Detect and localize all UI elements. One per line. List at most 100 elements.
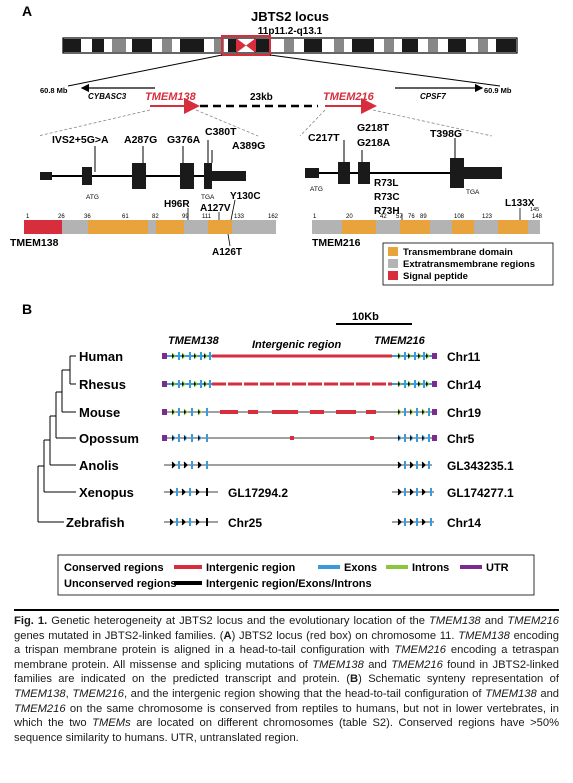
- species-xenopus: Xenopus: [79, 485, 134, 500]
- chr-zebrafish: Chr14: [447, 516, 481, 530]
- t216-pos-148: 148: [532, 214, 543, 220]
- chr-xenopus-mid: GL17294.2: [228, 486, 288, 500]
- t138-pos-133: 133: [234, 214, 245, 220]
- tmem216-protein-bar: [312, 220, 540, 234]
- t138-protein-label: TMEM138: [10, 237, 59, 249]
- legend-transmembrane: Transmembrane domain: [403, 247, 513, 258]
- track-rhesus: [162, 380, 437, 388]
- t216-protein-label: TMEM216: [312, 237, 361, 249]
- t216-mut-g218t: G218T: [357, 122, 390, 134]
- legend-conserved-title: Conserved regions: [64, 562, 164, 574]
- t216-atg: ATG: [310, 186, 323, 193]
- tmem138-gene-model: [40, 140, 246, 189]
- track-xenopus: [164, 488, 434, 496]
- t216-mut-c217t: C217T: [308, 132, 340, 144]
- t216-pos-89: 89: [420, 214, 427, 220]
- legend-introns: Introns: [412, 562, 449, 574]
- legend-utr: UTR: [486, 562, 509, 574]
- species-opossum: Opossum: [79, 431, 139, 446]
- t138-pos-61: 61: [122, 214, 129, 220]
- left-coordinate: 60.8 Mb: [40, 86, 68, 95]
- chr-human: Chr11: [447, 350, 481, 364]
- track-opossum: [162, 434, 437, 442]
- t138-mut-ivs: IVS2+5G>A: [52, 134, 109, 146]
- legend-signal-peptide: Signal peptide: [403, 271, 468, 282]
- chromosome-ideogram: [62, 35, 518, 56]
- track-anolis: [164, 461, 432, 469]
- b-intergenic-label: Intergenic region: [252, 339, 342, 351]
- t138-atg: ATG: [86, 194, 99, 201]
- chr-zebrafish-mid: Chr25: [228, 516, 262, 530]
- legend-intergenic: Intergenic region: [206, 562, 296, 574]
- t138-aa-y130c: Y130C: [230, 191, 261, 202]
- species-mouse: Mouse: [79, 405, 120, 420]
- t138-mut-g376a: G376A: [167, 134, 201, 146]
- gene-cpsf7: CPSF7: [420, 92, 446, 101]
- t138-mut-a389g: A389G: [232, 140, 265, 152]
- t138-pos-1: 1: [26, 214, 30, 220]
- t138-pos-82: 82: [152, 214, 159, 220]
- chr-mouse: Chr19: [447, 406, 481, 420]
- t138-pos-111: 111: [202, 214, 212, 220]
- panel-a-legend: [382, 242, 554, 286]
- t216-aa-r73h: R73H: [374, 206, 400, 217]
- b-tmem138-label: TMEM138: [168, 335, 220, 347]
- panel-a-letter: A: [22, 3, 32, 19]
- panel-b-legend: [57, 554, 535, 596]
- species-rhesus: Rhesus: [79, 377, 126, 392]
- legend-unconserved-title: Unconserved regions: [64, 578, 176, 590]
- t216-pos-108: 108: [454, 214, 465, 220]
- t138-tga: TGA: [201, 194, 215, 201]
- scale-label: 10Kb: [352, 311, 379, 323]
- chr-rhesus: Chr14: [447, 378, 481, 392]
- legend-unconserved: Intergenic region/Exons/Introns: [206, 578, 372, 590]
- species-zebrafish: Zebrafish: [66, 515, 125, 530]
- t138-pos-99: 99: [182, 214, 189, 220]
- t216-mut-t398g: T398G: [430, 128, 462, 140]
- tmem216-gene-model: [305, 138, 502, 188]
- t138-aa-h96r: H96R: [164, 199, 190, 210]
- t138-pos-36: 36: [84, 214, 91, 220]
- t216-pos-20: 20: [346, 214, 353, 220]
- t138-aa-a126t: A126T: [212, 247, 242, 258]
- species-human: Human: [79, 349, 123, 364]
- t216-pos-145: 145: [530, 207, 539, 213]
- locus-title: JBTS2 locus: [251, 9, 329, 24]
- right-coordinate: 60.9 Mb: [484, 86, 512, 95]
- t216-tga: TGA: [466, 189, 480, 196]
- t216-aa-r73l: R73L: [374, 178, 398, 189]
- t216-aa-r73c: R73C: [374, 192, 400, 203]
- t216-pos-57: 57: [396, 214, 403, 220]
- t138-pos-26: 26: [58, 214, 65, 220]
- legend-extratransmembrane: Extratransmembrane regions: [403, 259, 535, 270]
- t216-pos-1: 1: [313, 214, 317, 220]
- caption-fig-label: Fig. 1.: [14, 615, 48, 627]
- figure-caption: Fig. 1. Genetic heterogeneity at JBTS2 l…: [14, 609, 559, 745]
- tmem138-protein-bar: [24, 220, 276, 234]
- track-human: [162, 352, 437, 360]
- t216-pos-42: 42: [380, 214, 387, 220]
- chr-anolis: GL343235.1: [447, 459, 514, 473]
- gene-cybasc3: CYBASC3: [88, 92, 127, 101]
- track-zebrafish: [164, 518, 434, 526]
- panel-b-letter: B: [22, 301, 32, 317]
- tmem216-gene-label: TMEM216: [323, 91, 375, 103]
- synteny-tracks: [162, 352, 437, 526]
- locus-band: 11p11.2-q13.1: [258, 26, 323, 37]
- species-anolis: Anolis: [79, 458, 119, 473]
- track-mouse: [162, 408, 437, 416]
- phylogenetic-tree: [37, 355, 76, 523]
- tmem138-gene-label: TMEM138: [145, 91, 197, 103]
- intergenic-gap-label: 23kb: [250, 92, 273, 103]
- t216-aa-l133x: L133X: [505, 198, 535, 209]
- chr-opossum: Chr5: [447, 432, 475, 446]
- t138-pos-162: 162: [268, 214, 279, 220]
- t216-pos-76: 76: [408, 214, 415, 220]
- t216-mut-g218a: G218A: [357, 137, 391, 149]
- t138-mut-c380t: C380T: [205, 126, 237, 138]
- t138-mut-a287g: A287G: [124, 134, 157, 146]
- figure-canvas: A JBTS2 locus 11p11.2-q13.1 60.8 Mb 60.9…: [10, 3, 554, 596]
- legend-exons: Exons: [344, 562, 377, 574]
- b-tmem216-label: TMEM216: [374, 335, 426, 347]
- chr-xenopus: GL174277.1: [447, 486, 514, 500]
